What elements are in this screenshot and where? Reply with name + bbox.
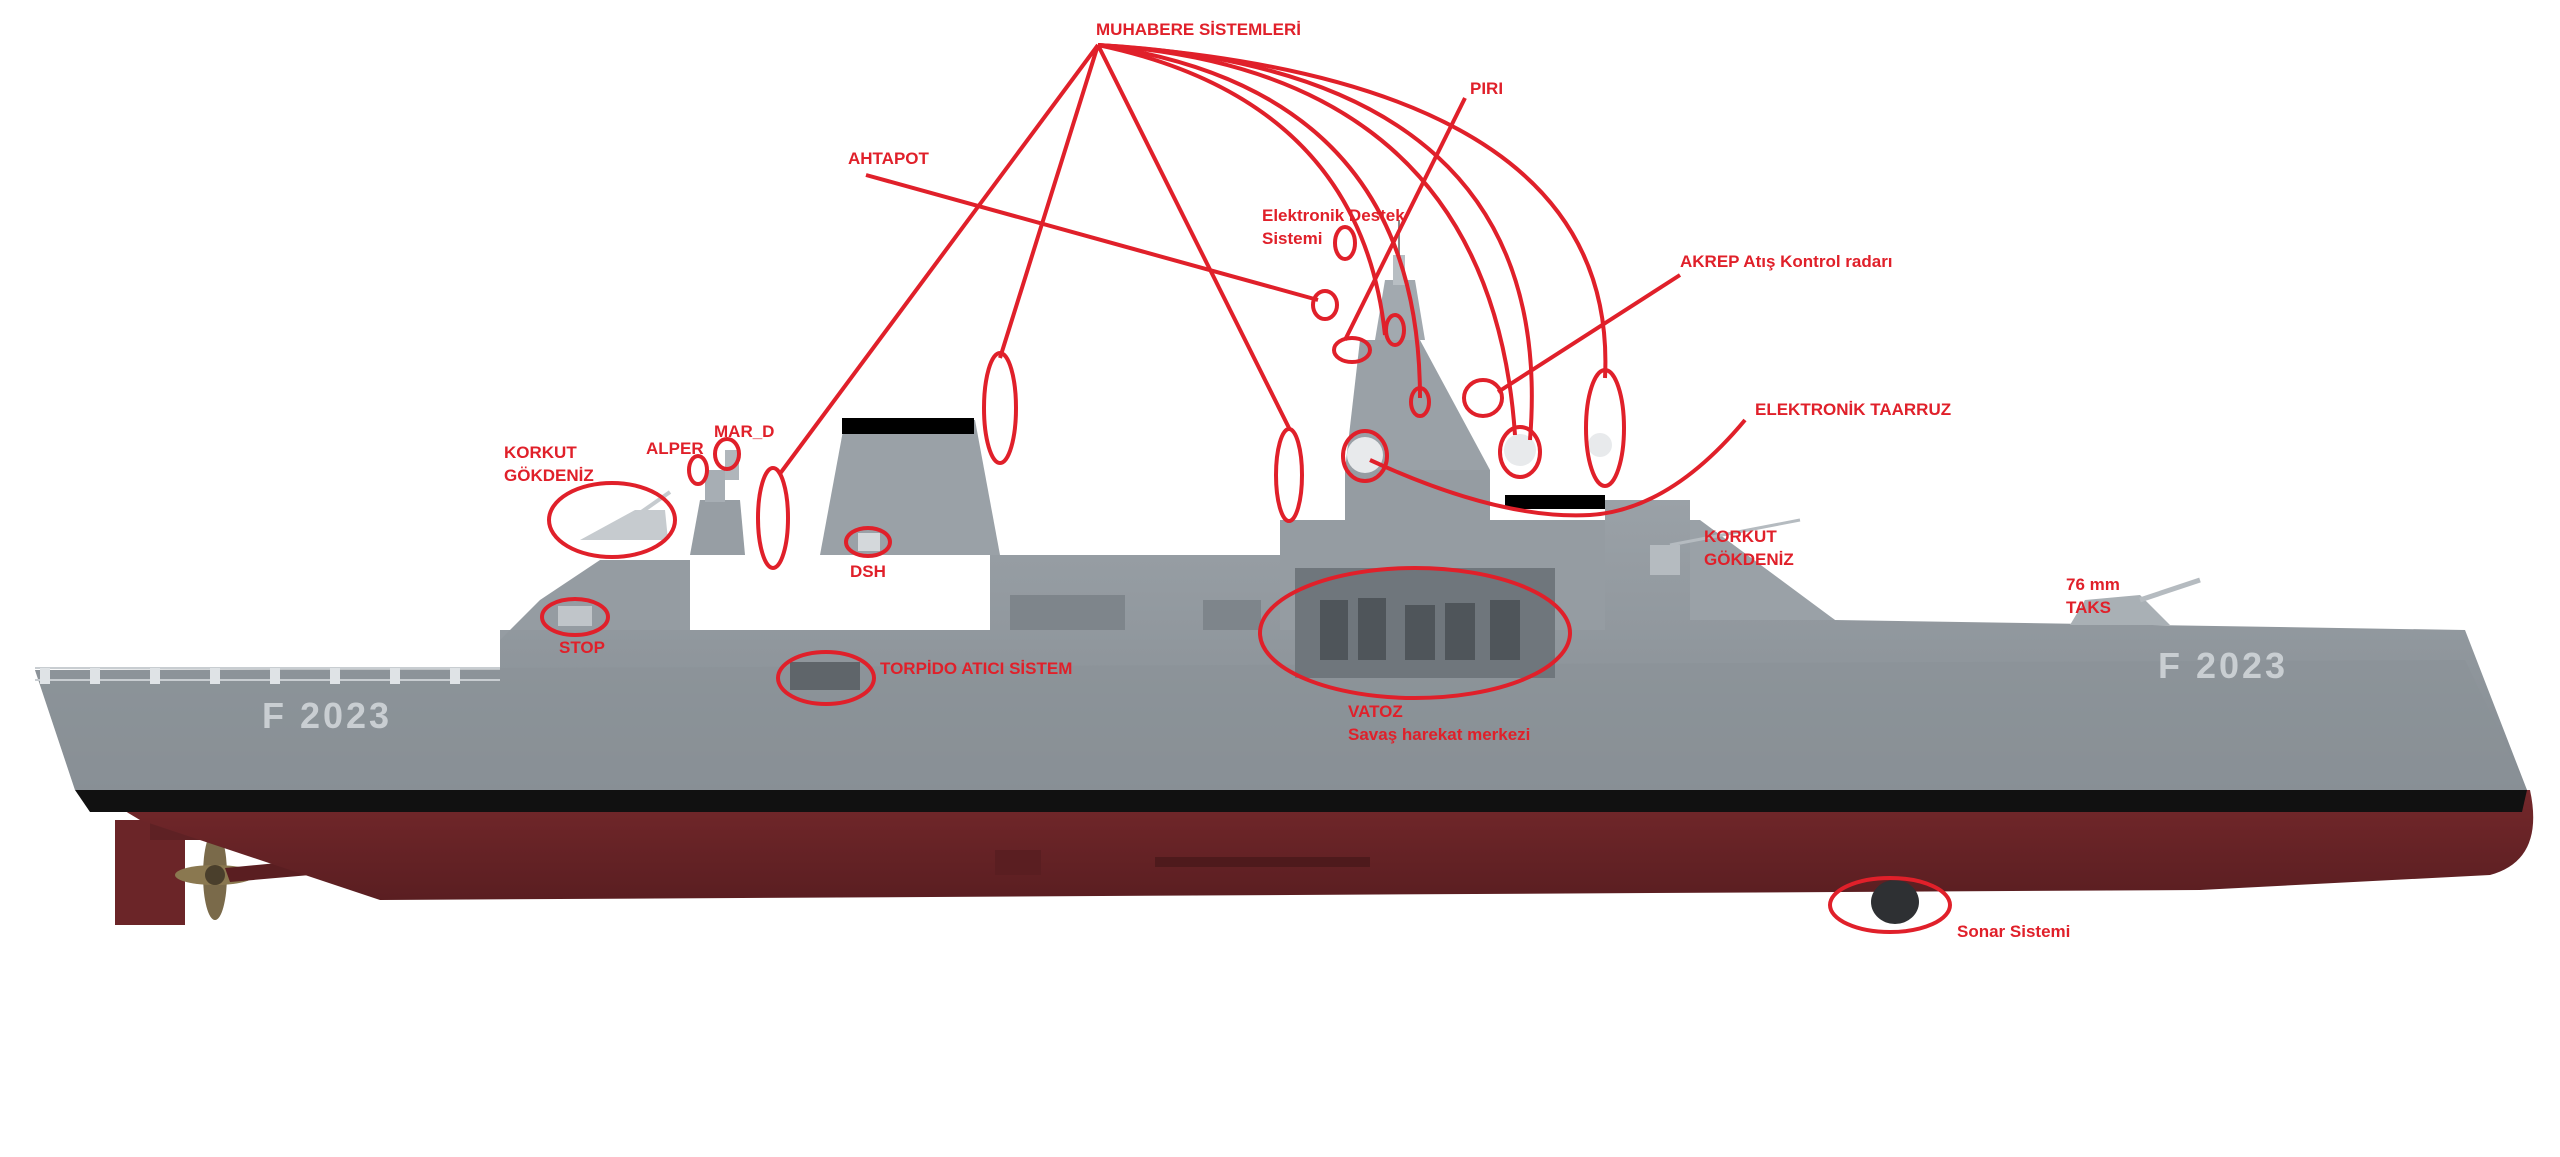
label-stop: STOP — [559, 636, 605, 659]
label-muhabere: MUHABERE SİSTEMLERİ — [1096, 18, 1301, 41]
sonar-dome — [1871, 880, 1919, 924]
ellipse-alper — [689, 456, 707, 484]
label-elektronik-destek-line1: Elektronik Destek — [1262, 204, 1405, 227]
label-dsh: DSH — [850, 560, 886, 583]
hull-number-fwd: F 2023 — [2158, 645, 2288, 686]
label-elektronik-destek-line2: Sistemi — [1262, 227, 1405, 250]
ellipse-comm-2 — [984, 353, 1016, 463]
boot-top-stripe — [75, 790, 2527, 812]
label-sonar: Sonar Sistemi — [1957, 920, 2070, 943]
ellipse-comm-1 — [758, 468, 788, 568]
ellipse-ahtapot — [1313, 291, 1337, 319]
aft-mast — [690, 500, 745, 555]
label-vatoz-line2: Savaş harekat merkezi — [1348, 723, 1530, 746]
label-akrep: AKREP Atış Kontrol radarı — [1680, 250, 1893, 273]
bilge-keel — [1155, 857, 1370, 867]
label-taks-line2: TAKS — [2066, 596, 2120, 619]
hull-number-aft: F 2023 — [262, 695, 392, 736]
stop-gun — [558, 606, 592, 626]
label-torpido: TORPİDO ATICI SİSTEM — [880, 657, 1072, 680]
label-elektronik-taarruz: ELEKTRONİK TAARRUZ — [1755, 398, 1951, 421]
label-vatoz-line1: VATOZ — [1348, 700, 1530, 723]
hull-panel-1 — [1010, 595, 1125, 630]
torpedo-launcher — [790, 662, 860, 690]
radar-dome — [1347, 437, 1383, 473]
label-korkut-fwd-line1: KORKUT — [1704, 525, 1794, 548]
ellipse-akrep — [1464, 380, 1502, 416]
label-piri: PIRI — [1470, 77, 1503, 100]
radar-dome-3 — [1588, 433, 1612, 457]
label-korkut-aft-line2: GÖKDENİZ — [504, 464, 594, 487]
keel-block — [995, 850, 1041, 875]
label-ahtapot: AHTAPOT — [848, 147, 929, 170]
ellipse-comm-3 — [1276, 429, 1302, 521]
label-korkut-aft-line1: KORKUT — [504, 441, 594, 464]
label-vatoz: VATOZ Savaş harekat merkezi — [1348, 700, 1530, 746]
label-mar-d: MAR_D — [714, 420, 774, 443]
hangar — [500, 560, 690, 640]
label-korkut-aft: KORKUT GÖKDENİZ — [504, 441, 594, 487]
label-korkut-fwd: KORKUT GÖKDENİZ — [1704, 525, 1794, 571]
hull-panel-2 — [1203, 600, 1261, 630]
funnel-top — [842, 418, 974, 434]
label-taks-line1: 76 mm — [2066, 573, 2120, 596]
label-alper: ALPER — [646, 437, 704, 460]
ellipse-comm-4 — [1586, 370, 1624, 486]
label-elektronik-destek: Elektronik Destek Sistemi — [1262, 204, 1405, 250]
label-korkut-fwd-line2: GÖKDENİZ — [1704, 548, 1794, 571]
korkut-aft-mount — [580, 492, 670, 540]
deck-patch — [1505, 495, 1605, 509]
label-taks: 76 mm TAKS — [2066, 573, 2120, 619]
dsh-mount — [858, 533, 880, 551]
